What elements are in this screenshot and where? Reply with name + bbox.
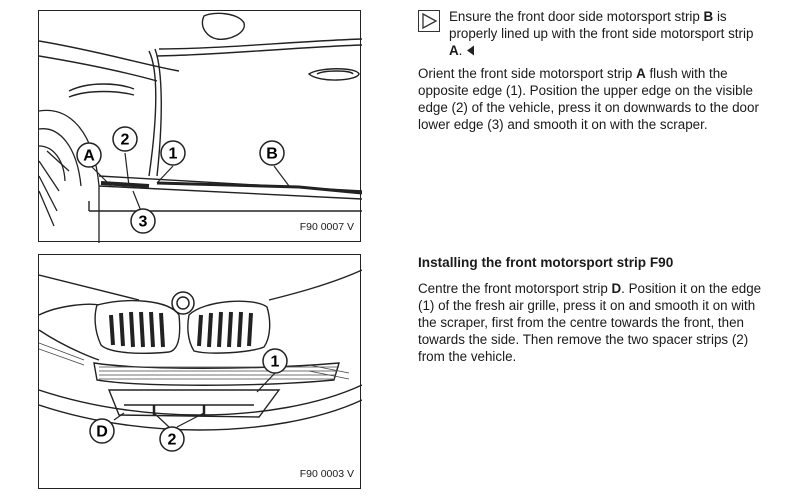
- callout-3: 3: [139, 214, 148, 231]
- section-heading: Installing the front motorsport strip F9…: [418, 255, 674, 270]
- para-text: . Position it on the edge (1) of the fre…: [418, 281, 762, 364]
- note-text: Ensure the front door side motorsport st…: [449, 8, 769, 59]
- end-marker-icon: [467, 45, 475, 56]
- note-text-part: .: [458, 43, 463, 58]
- figure-code: F90 0007 V: [299, 221, 354, 233]
- strip-d-ref: D: [611, 281, 622, 296]
- strip-a-ref: A: [636, 66, 646, 81]
- strip-b-ref: B: [703, 9, 714, 24]
- side-strip-illustration: A 2 1 B 3: [39, 12, 362, 243]
- callout-d: D: [96, 424, 108, 441]
- para-text: Centre the front motorsport strip: [418, 281, 612, 296]
- strip-a-ref: A: [449, 43, 459, 58]
- figure-front-strip: D 2 1 F90 0003 V: [38, 254, 362, 489]
- callout-1: 1: [169, 146, 178, 163]
- callout-2: 2: [168, 432, 177, 449]
- para-text: flush with the opposite edge (1). Positi…: [418, 66, 759, 132]
- front-strip-illustration: D 2 1: [39, 269, 362, 452]
- callout-1: 1: [271, 354, 280, 371]
- callout-2: 2: [121, 132, 130, 149]
- callout-b: B: [266, 146, 278, 163]
- note-text-part: is properly lined up with the front side…: [449, 9, 754, 41]
- instruction-side-strip: Orient the front side motorsport strip A…: [418, 65, 768, 133]
- callout-a: A: [83, 148, 95, 165]
- instruction-front-strip: Centre the front motorsport strip D. Pos…: [418, 280, 768, 365]
- note-triangle-icon: [418, 10, 440, 32]
- figure-code: F90 0003 V: [299, 468, 354, 480]
- note-text-part: Ensure the front door side motorsport st…: [449, 9, 704, 24]
- figure-side-strip: A 2 1 B 3 F90 0007 V: [38, 10, 362, 243]
- para-text: Orient the front side motorsport strip: [418, 66, 637, 81]
